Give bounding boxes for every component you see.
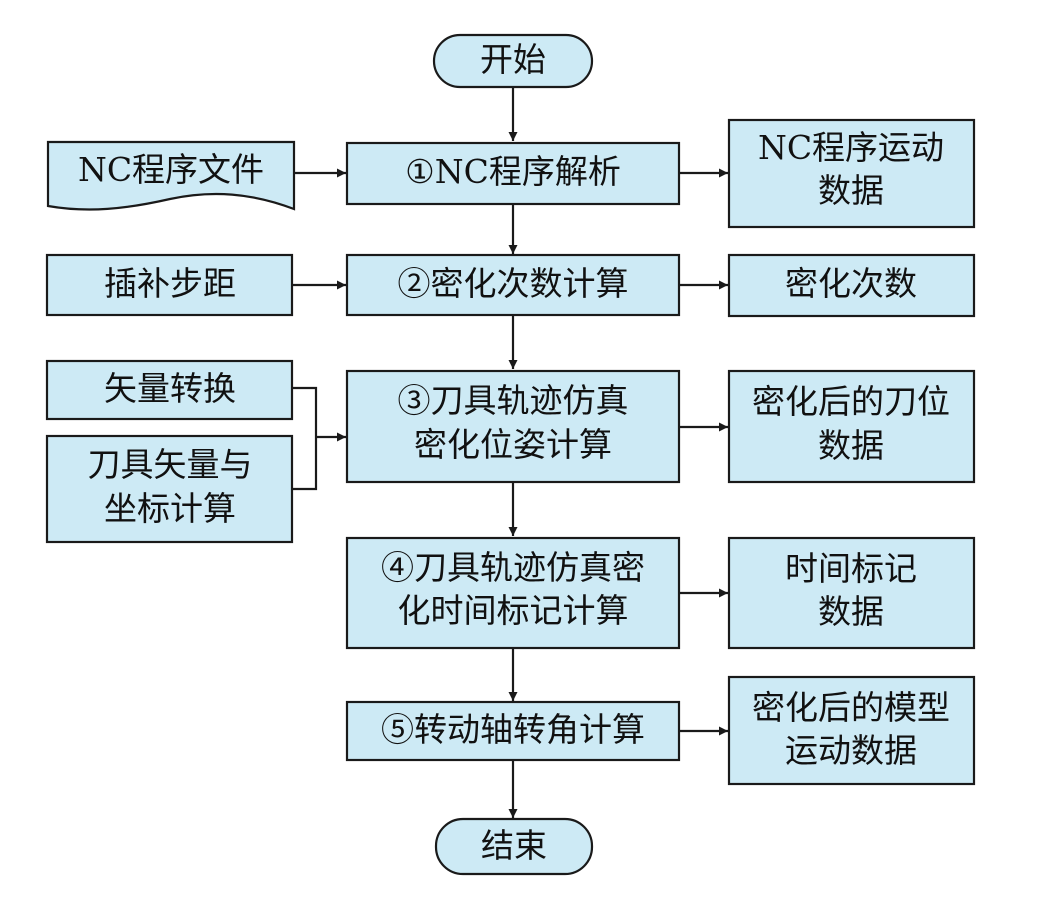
start-node: 开始 [432,33,594,89]
output-4-line1: 时间标记 [785,549,917,588]
input-step: 插补步距 [45,253,294,317]
output-1-line2: 数据 [818,171,884,210]
output-5: 密化后的模型 运动数据 [727,675,976,786]
input-tool-vector-coords-line2: 坐标计算 [104,489,236,528]
output-1: NC程序运动 数据 [727,118,976,229]
step-1: ①NC程序解析 [345,141,681,206]
step-1-label: ①NC程序解析 [405,152,621,191]
end-label: 结束 [481,826,547,865]
output-2: 密化次数 [727,253,976,318]
step-4-line1: ④刀具轨迹仿真密 [381,548,645,587]
connectors [292,87,728,818]
output-4-line2: 数据 [818,592,884,631]
step-4-line2: 化时间标记计算 [398,591,629,630]
step-3-line2: 密化位姿计算 [414,425,612,464]
input-nc-file-label: NC程序文件 [78,150,264,189]
end-node: 结束 [434,817,594,876]
start-label: 开始 [480,40,546,79]
step-3-line1: ③刀具轨迹仿真 [398,381,629,420]
input-nc-file: NC程序文件 [46,140,296,211]
input-step-label: 插补步距 [104,264,236,303]
input-vector-transform-label: 矢量转换 [104,369,236,408]
step-5: ⑤转动轴转角计算 [345,700,681,762]
step-3: ③刀具轨迹仿真 密化位姿计算 [345,369,681,484]
output-3: 密化后的刀位 数据 [727,369,976,484]
output-3-line2: 数据 [818,426,884,465]
step-5-label: ⑤转动轴转角计算 [381,710,645,749]
output-1-line1: NC程序运动 [758,128,944,167]
step-2: ②密化次数计算 [345,253,681,317]
input-tool-vector-coords-line1: 刀具矢量与 [88,445,253,484]
bracket-inputs-to-step3 [292,386,318,491]
input-tool-vector-coords: 刀具矢量与 坐标计算 [45,434,294,544]
input-vector-transform: 矢量转换 [45,359,294,421]
output-2-label: 密化次数 [785,264,917,303]
step-2-label: ②密化次数计算 [398,264,629,303]
output-3-line1: 密化后的刀位 [752,382,950,421]
output-4: 时间标记 数据 [727,536,976,650]
output-5-line2: 运动数据 [785,731,917,770]
step-4: ④刀具轨迹仿真密 化时间标记计算 [345,536,681,650]
output-5-line1: 密化后的模型 [752,688,950,727]
